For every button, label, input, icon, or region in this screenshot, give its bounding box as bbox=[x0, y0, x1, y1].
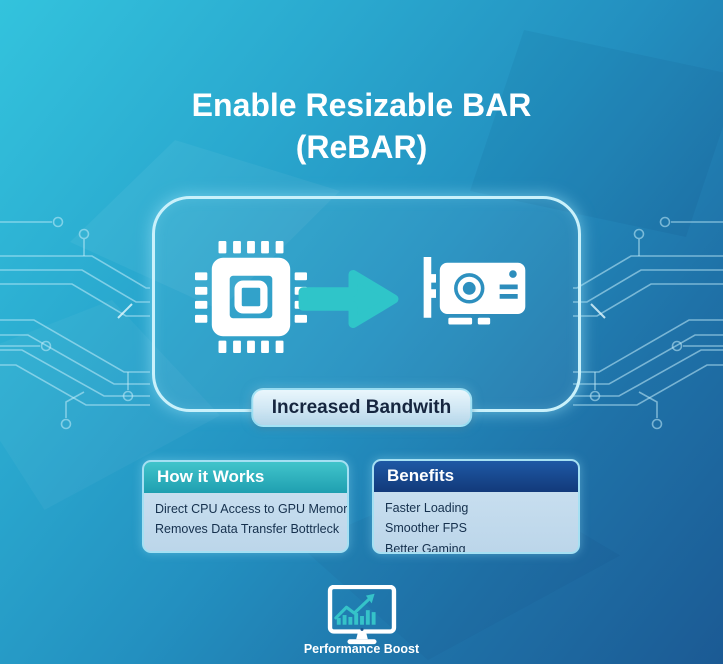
benefits-card-title: Benefits bbox=[374, 461, 578, 492]
footer-label: Performance Boost bbox=[303, 642, 420, 656]
benefits-item: Faster Loading bbox=[385, 501, 469, 515]
diagram-panel bbox=[152, 196, 581, 412]
benefits-card: Benefits Faster Loading Smoother FPS Bet… bbox=[372, 459, 580, 554]
gpu-card-icon bbox=[423, 257, 526, 325]
benefits-card-body: Faster Loading Smoother FPS Better Gamin… bbox=[374, 492, 578, 554]
how-it-works-card-title: How it Works bbox=[144, 462, 347, 493]
performance-monitor-icon bbox=[327, 585, 396, 645]
how-it-works-item: Direct CPU Access to GPU Memory bbox=[155, 502, 349, 516]
bandwidth-label-pill: Increased Bandwith bbox=[250, 388, 473, 427]
how-it-works-item: Removes Data Transfer Bottrleck bbox=[155, 522, 340, 537]
benefits-item: Better Gaming bbox=[385, 541, 466, 554]
page-title-line1: Enable Resizable BAR bbox=[191, 87, 532, 123]
benefits-item: Smoother FPS bbox=[385, 521, 467, 536]
page-title: Enable Resizable BAR (ReBAR) bbox=[0, 84, 723, 168]
how-it-works-card-body: Direct CPU Access to GPU Memory Removes … bbox=[144, 493, 347, 546]
page-title-line2: (ReBAR) bbox=[295, 129, 428, 165]
cpu-chip-icon bbox=[195, 241, 307, 353]
transfer-arrow-icon bbox=[298, 269, 399, 329]
bandwidth-label: Increased Bandwith bbox=[271, 396, 452, 418]
how-it-works-card: How it Works Direct CPU Access to GPU Me… bbox=[142, 460, 349, 553]
